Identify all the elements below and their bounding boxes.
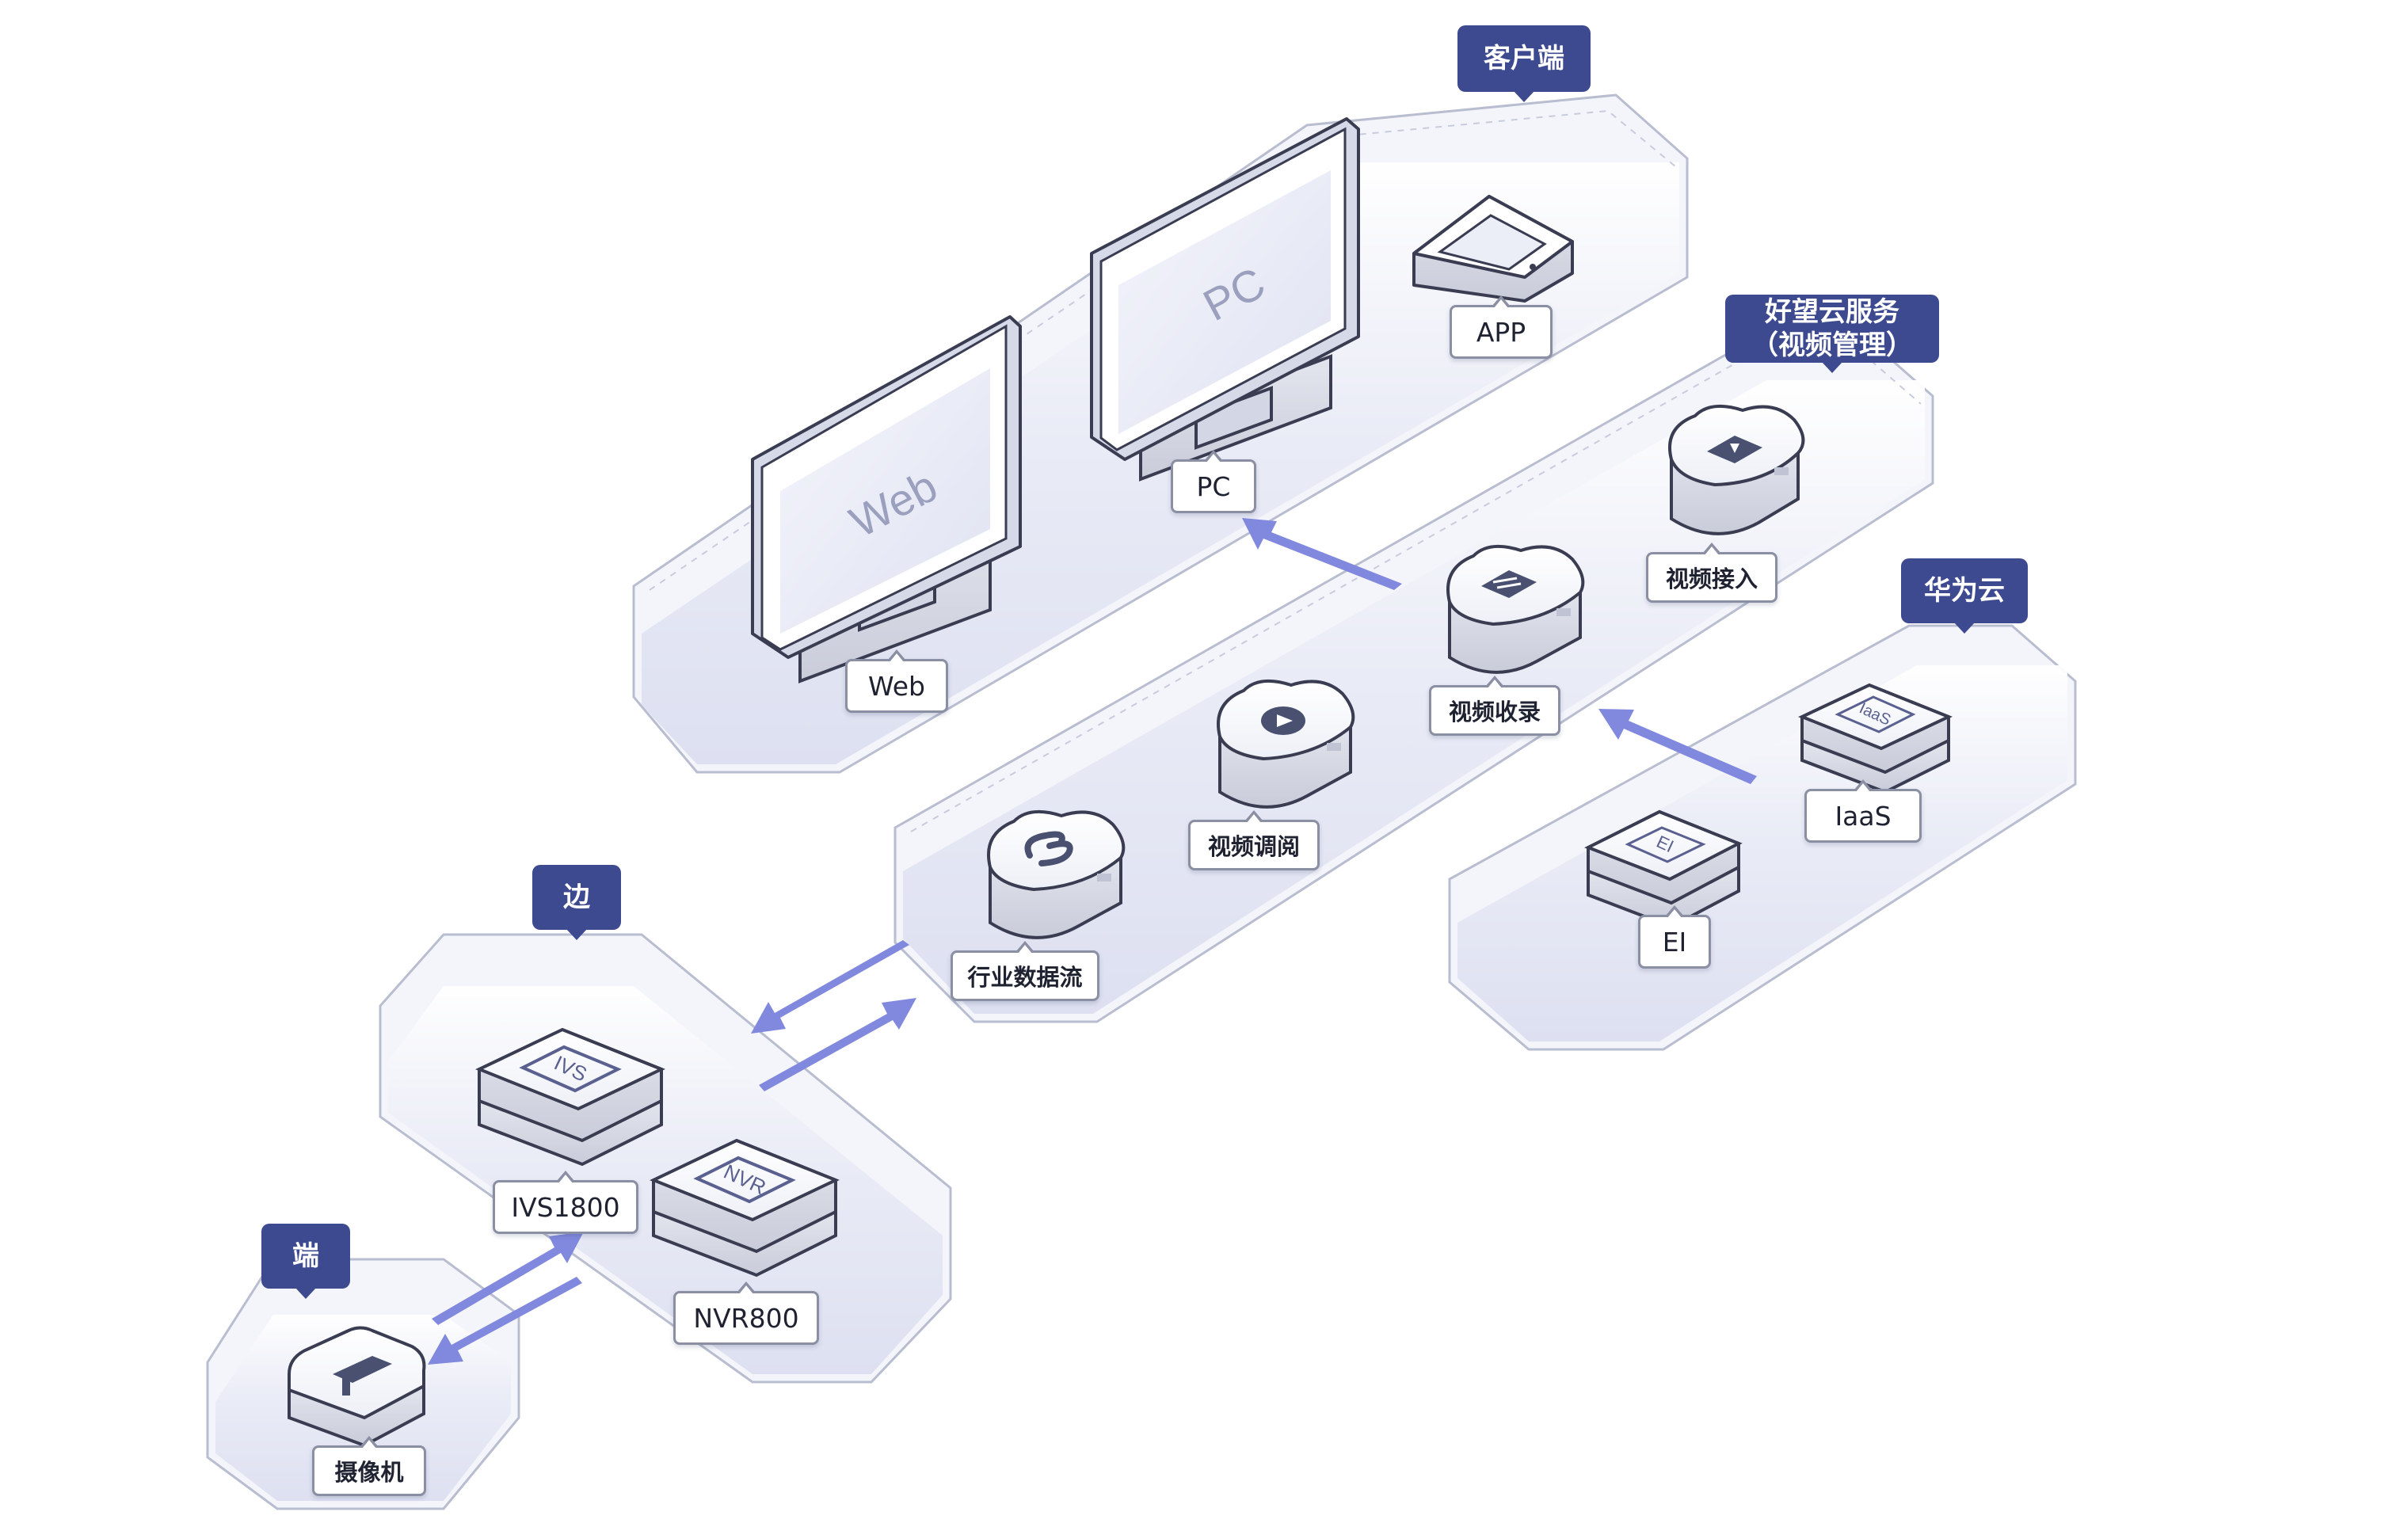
group-tag-cloud-service-line1: 好望云服务 bbox=[1765, 296, 1899, 328]
web-monitor: Web bbox=[751, 315, 1022, 684]
group-tag-cloud-service-line2: （视频管理） bbox=[1751, 329, 1913, 361]
label-video-record: 视频收录 bbox=[1429, 676, 1560, 736]
arrow-huawei-to-record bbox=[1598, 709, 1757, 784]
camera-box bbox=[288, 1326, 426, 1448]
arrow-cloud-to-edge bbox=[751, 940, 909, 1034]
video-access-server bbox=[1668, 404, 1805, 535]
label-data-stream: 行业数据流 bbox=[951, 941, 1099, 1001]
group-tag-huawei-cloud: 华为云 bbox=[1901, 558, 2028, 634]
group-tag-device-text: 端 bbox=[292, 1240, 319, 1272]
arrow-record-to-pc bbox=[1242, 518, 1402, 590]
label-app: APP bbox=[1450, 295, 1553, 359]
pc-monitor: PC bbox=[1090, 117, 1360, 482]
label-nvr: NVR800 bbox=[673, 1281, 819, 1345]
nvr-box: NVR bbox=[650, 1138, 840, 1278]
label-iaas: IaaS bbox=[1804, 779, 1922, 843]
group-tag-edge-text: 边 bbox=[563, 882, 590, 913]
ei-box: EI bbox=[1584, 809, 1743, 929]
label-web: Web bbox=[845, 649, 948, 713]
arrow-device-to-edge bbox=[432, 1232, 584, 1325]
group-tag-edge: 边 bbox=[532, 865, 621, 940]
label-video-access: 视频接入 bbox=[1646, 543, 1777, 603]
group-tag-client: 客户端 bbox=[1457, 25, 1591, 102]
video-record-server bbox=[1446, 544, 1585, 674]
data-stream-server bbox=[987, 809, 1126, 939]
label-camera: 摄像机 bbox=[312, 1436, 426, 1496]
label-ivs: IVS1800 bbox=[493, 1171, 638, 1234]
app-tablet bbox=[1412, 195, 1574, 303]
group-tag-client-text: 客户端 bbox=[1484, 43, 1564, 74]
arrow-edge-to-cloud bbox=[759, 998, 916, 1091]
arrow-edge-to-device bbox=[428, 1277, 582, 1365]
video-review-server bbox=[1217, 679, 1355, 809]
label-video-review: 视频调阅 bbox=[1188, 810, 1320, 870]
iaas-box: IaaS bbox=[1797, 683, 1953, 794]
group-tag-cloud-service: 好望云服务（视频管理） bbox=[1725, 295, 1939, 373]
group-tag-huawei-cloud-text: 华为云 bbox=[1924, 575, 2005, 607]
label-ei: EI bbox=[1638, 905, 1711, 969]
group-tag-device: 端 bbox=[261, 1224, 350, 1299]
ivs-box: IVS bbox=[475, 1027, 665, 1167]
label-pc: PC bbox=[1171, 450, 1256, 513]
